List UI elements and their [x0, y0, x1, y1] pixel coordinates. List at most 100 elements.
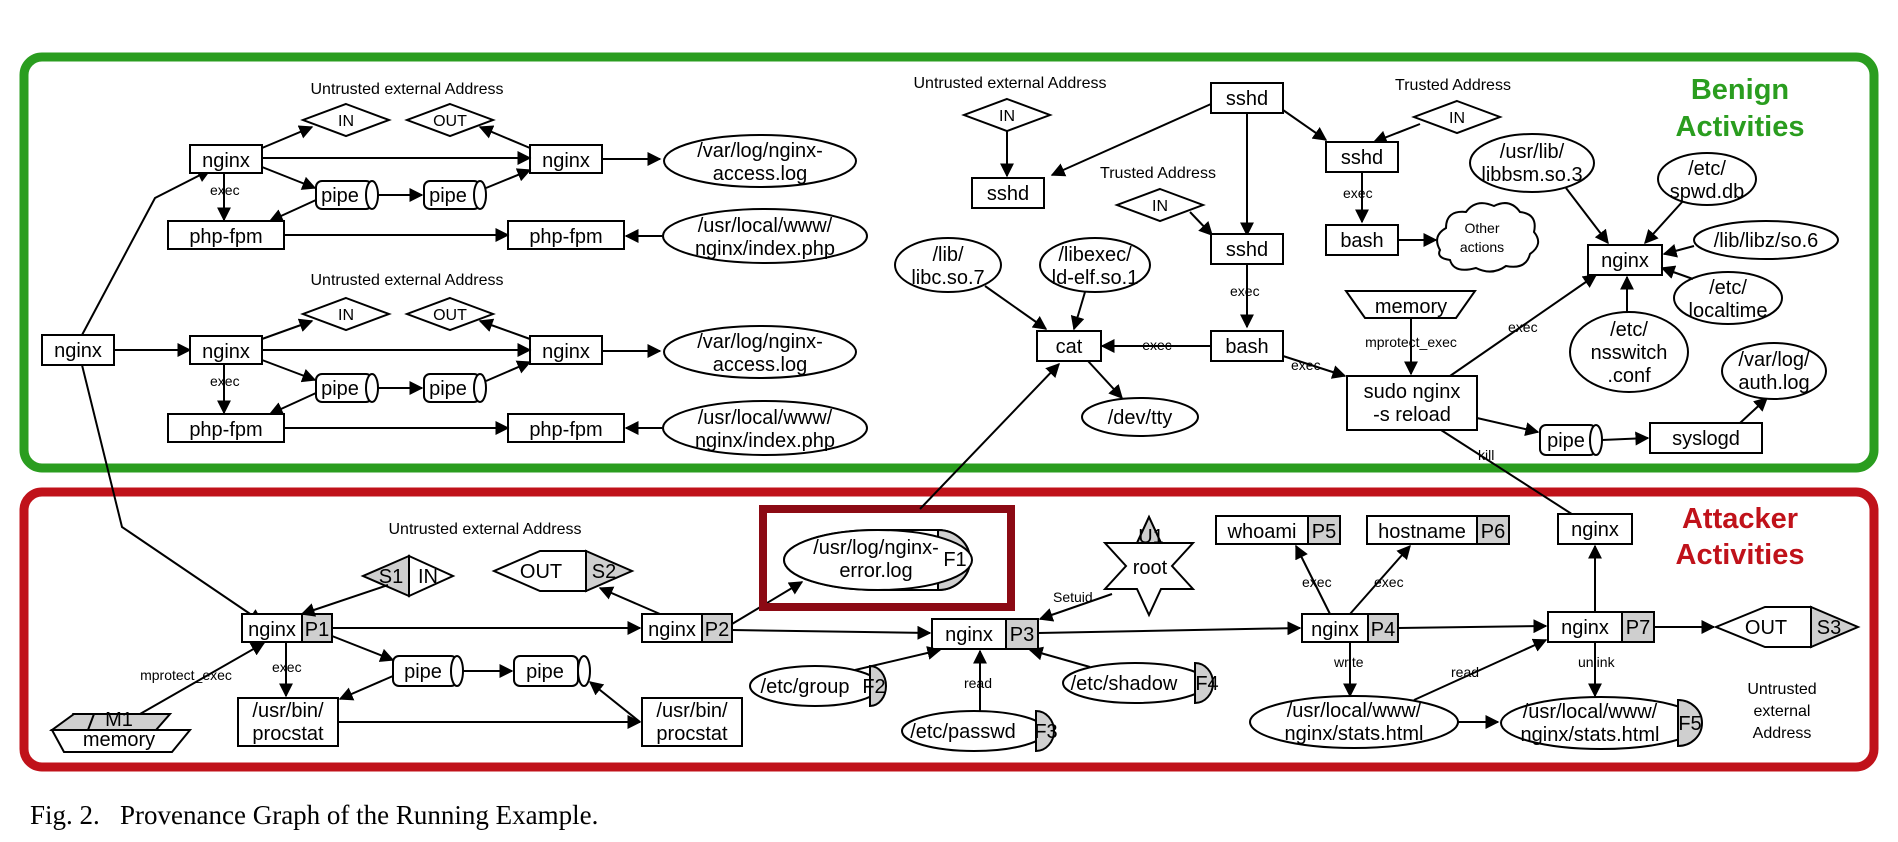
p7-nginx: nginx — [1561, 617, 1609, 639]
attacker-pipe-a: pipe — [404, 661, 442, 683]
in-socket-5: IN — [1152, 198, 1168, 215]
p3-nginx: nginx — [945, 624, 993, 646]
cat-process: cat — [1056, 336, 1083, 358]
cluster2-nginx-a: nginx — [202, 341, 250, 363]
dev-tty: /dev/tty — [1108, 407, 1172, 429]
cluster2-pipe-a: pipe — [321, 378, 359, 400]
sudo-nginx-l1: sudo nginx — [1364, 381, 1461, 403]
trusted-label-1: Trusted Address — [1395, 77, 1511, 94]
sshd-left: sshd — [987, 183, 1029, 205]
figure-caption: Fig. 2. Provenance Graph of the Running … — [30, 800, 598, 830]
untrusted-stack-l3: Address — [1753, 725, 1812, 742]
s3-out: OUT — [1745, 617, 1787, 639]
p2-tag: P2 — [705, 619, 729, 641]
bash-trusted: bash — [1340, 230, 1383, 252]
f5-l1: /usr/local/www/ — [1523, 701, 1658, 723]
untrusted-stack-l1: Untrusted — [1747, 681, 1816, 698]
index-php-2-l1: /usr/local/www/ — [698, 407, 833, 429]
ldelf-l2: ld-elf.so.1 — [1052, 267, 1139, 289]
ldelf-l1: /libexec/ — [1058, 244, 1132, 266]
p6-tag: P6 — [1481, 521, 1505, 543]
cluster1-phpfpm-b: php-fpm — [529, 226, 602, 248]
access-log-1-l1: /var/log/nginx- — [697, 140, 823, 162]
stats-l1: /usr/local/www/ — [1287, 700, 1422, 722]
procstat-b-l2: procstat — [656, 723, 728, 745]
nginx-benign-right: nginx — [1601, 250, 1649, 272]
u1-root: root — [1133, 557, 1168, 579]
cluster2-nginx-b: nginx — [542, 341, 590, 363]
benign-title-1: Benign — [1691, 74, 1789, 106]
libc-l1: /lib/ — [932, 244, 964, 266]
edge-setuid: Setuid — [1053, 589, 1093, 605]
access-log-1-l2: access.log — [713, 163, 808, 185]
edge-exec: exec — [1374, 574, 1404, 590]
localtime-l1: /etc/ — [1709, 277, 1747, 299]
access-log-2-l2: access.log — [713, 354, 808, 376]
untrusted-stack-l2: external — [1754, 703, 1811, 720]
procstat-a-l2: procstat — [252, 723, 324, 745]
sshd-trusted: sshd — [1341, 147, 1383, 169]
procstat-b-l1: /usr/bin/ — [656, 700, 728, 722]
edge-exec: exec — [1508, 319, 1538, 335]
edge-read: read — [1451, 664, 1479, 680]
cluster2-phpfpm-b: php-fpm — [529, 419, 602, 441]
trusted-label-2: Trusted Address — [1100, 165, 1216, 182]
m1-tag: M1 — [105, 709, 133, 731]
attacker-pipe-b: pipe — [526, 661, 564, 683]
p1-tag: P1 — [305, 619, 329, 641]
benign-region — [19, 52, 1879, 473]
edge-unlink: unlink — [1578, 654, 1616, 670]
spwd-l2: spwd.db — [1670, 181, 1745, 203]
edge-read: read — [964, 675, 992, 691]
in-socket-4: IN — [1449, 110, 1465, 127]
nginx-killed: nginx — [1571, 519, 1619, 541]
pipe-syslog: pipe — [1547, 430, 1585, 452]
attacker-title-2: Activities — [1676, 539, 1805, 571]
cluster2-phpfpm-a: php-fpm — [189, 419, 262, 441]
p4-nginx: nginx — [1311, 619, 1359, 641]
sshd-top: sshd — [1226, 88, 1268, 110]
nsswitch-l1: /etc/ — [1610, 319, 1648, 341]
untrusted-label-2: Untrusted external Address — [311, 272, 504, 289]
s2-tag: S2 — [592, 561, 616, 583]
f2-group: /etc/group — [761, 676, 850, 698]
p2-nginx: nginx — [648, 619, 696, 641]
edge-write: write — [1333, 654, 1364, 670]
auth-log-l2: auth.log — [1738, 372, 1809, 394]
edge-exec: exec — [1230, 283, 1260, 299]
cloud-icon — [1436, 202, 1540, 273]
cluster1-nginx-a: nginx — [202, 150, 250, 172]
access-log-2-l1: /var/log/nginx- — [697, 331, 823, 353]
syslogd-process: syslogd — [1672, 428, 1740, 450]
libz: /lib/libz/so.6 — [1714, 230, 1819, 252]
edge-exec: exec — [1343, 185, 1373, 201]
cluster1-phpfpm-a: php-fpm — [189, 226, 262, 248]
libbsm-l2: libbsm.so.3 — [1481, 164, 1582, 186]
sudo-nginx-l2: -s reload — [1373, 404, 1451, 426]
f1-l2: error.log — [839, 560, 912, 582]
index-php-1-l1: /usr/local/www/ — [698, 215, 833, 237]
cluster2-pipe-b: pipe — [429, 378, 467, 400]
benign-title-2: Activities — [1676, 111, 1805, 143]
cluster1-pipe-b: pipe — [429, 185, 467, 207]
s1-tag: S1 — [379, 566, 403, 588]
f3-tag: F3 — [1034, 721, 1057, 743]
attacker-title-1: Attacker — [1682, 503, 1798, 535]
nsswitch-l3: .conf — [1607, 365, 1651, 387]
u1-star — [1102, 514, 1196, 618]
memory-benign: memory — [1375, 296, 1447, 318]
edge-mprotect-exec: mprotect_exec — [1365, 334, 1457, 350]
sshd-middle: sshd — [1226, 239, 1268, 261]
untrusted-label-3: Untrusted external Address — [914, 75, 1107, 92]
localtime-l2: localtime — [1689, 300, 1768, 322]
edge-exec: exec — [272, 659, 302, 675]
edge-exec: exec — [1302, 574, 1332, 590]
other-actions-l1: Other — [1464, 220, 1499, 236]
f1-l1: /usr/log/nginx- — [813, 537, 939, 559]
untrusted-label-1: Untrusted external Address — [311, 81, 504, 98]
edge-exec: exec — [1291, 357, 1321, 373]
in-socket-2: IN — [338, 307, 354, 324]
s3-tag: S3 — [1817, 617, 1841, 639]
edge-exec: exec — [210, 182, 240, 198]
f4-shadow: /etc/shadow — [1071, 673, 1178, 695]
